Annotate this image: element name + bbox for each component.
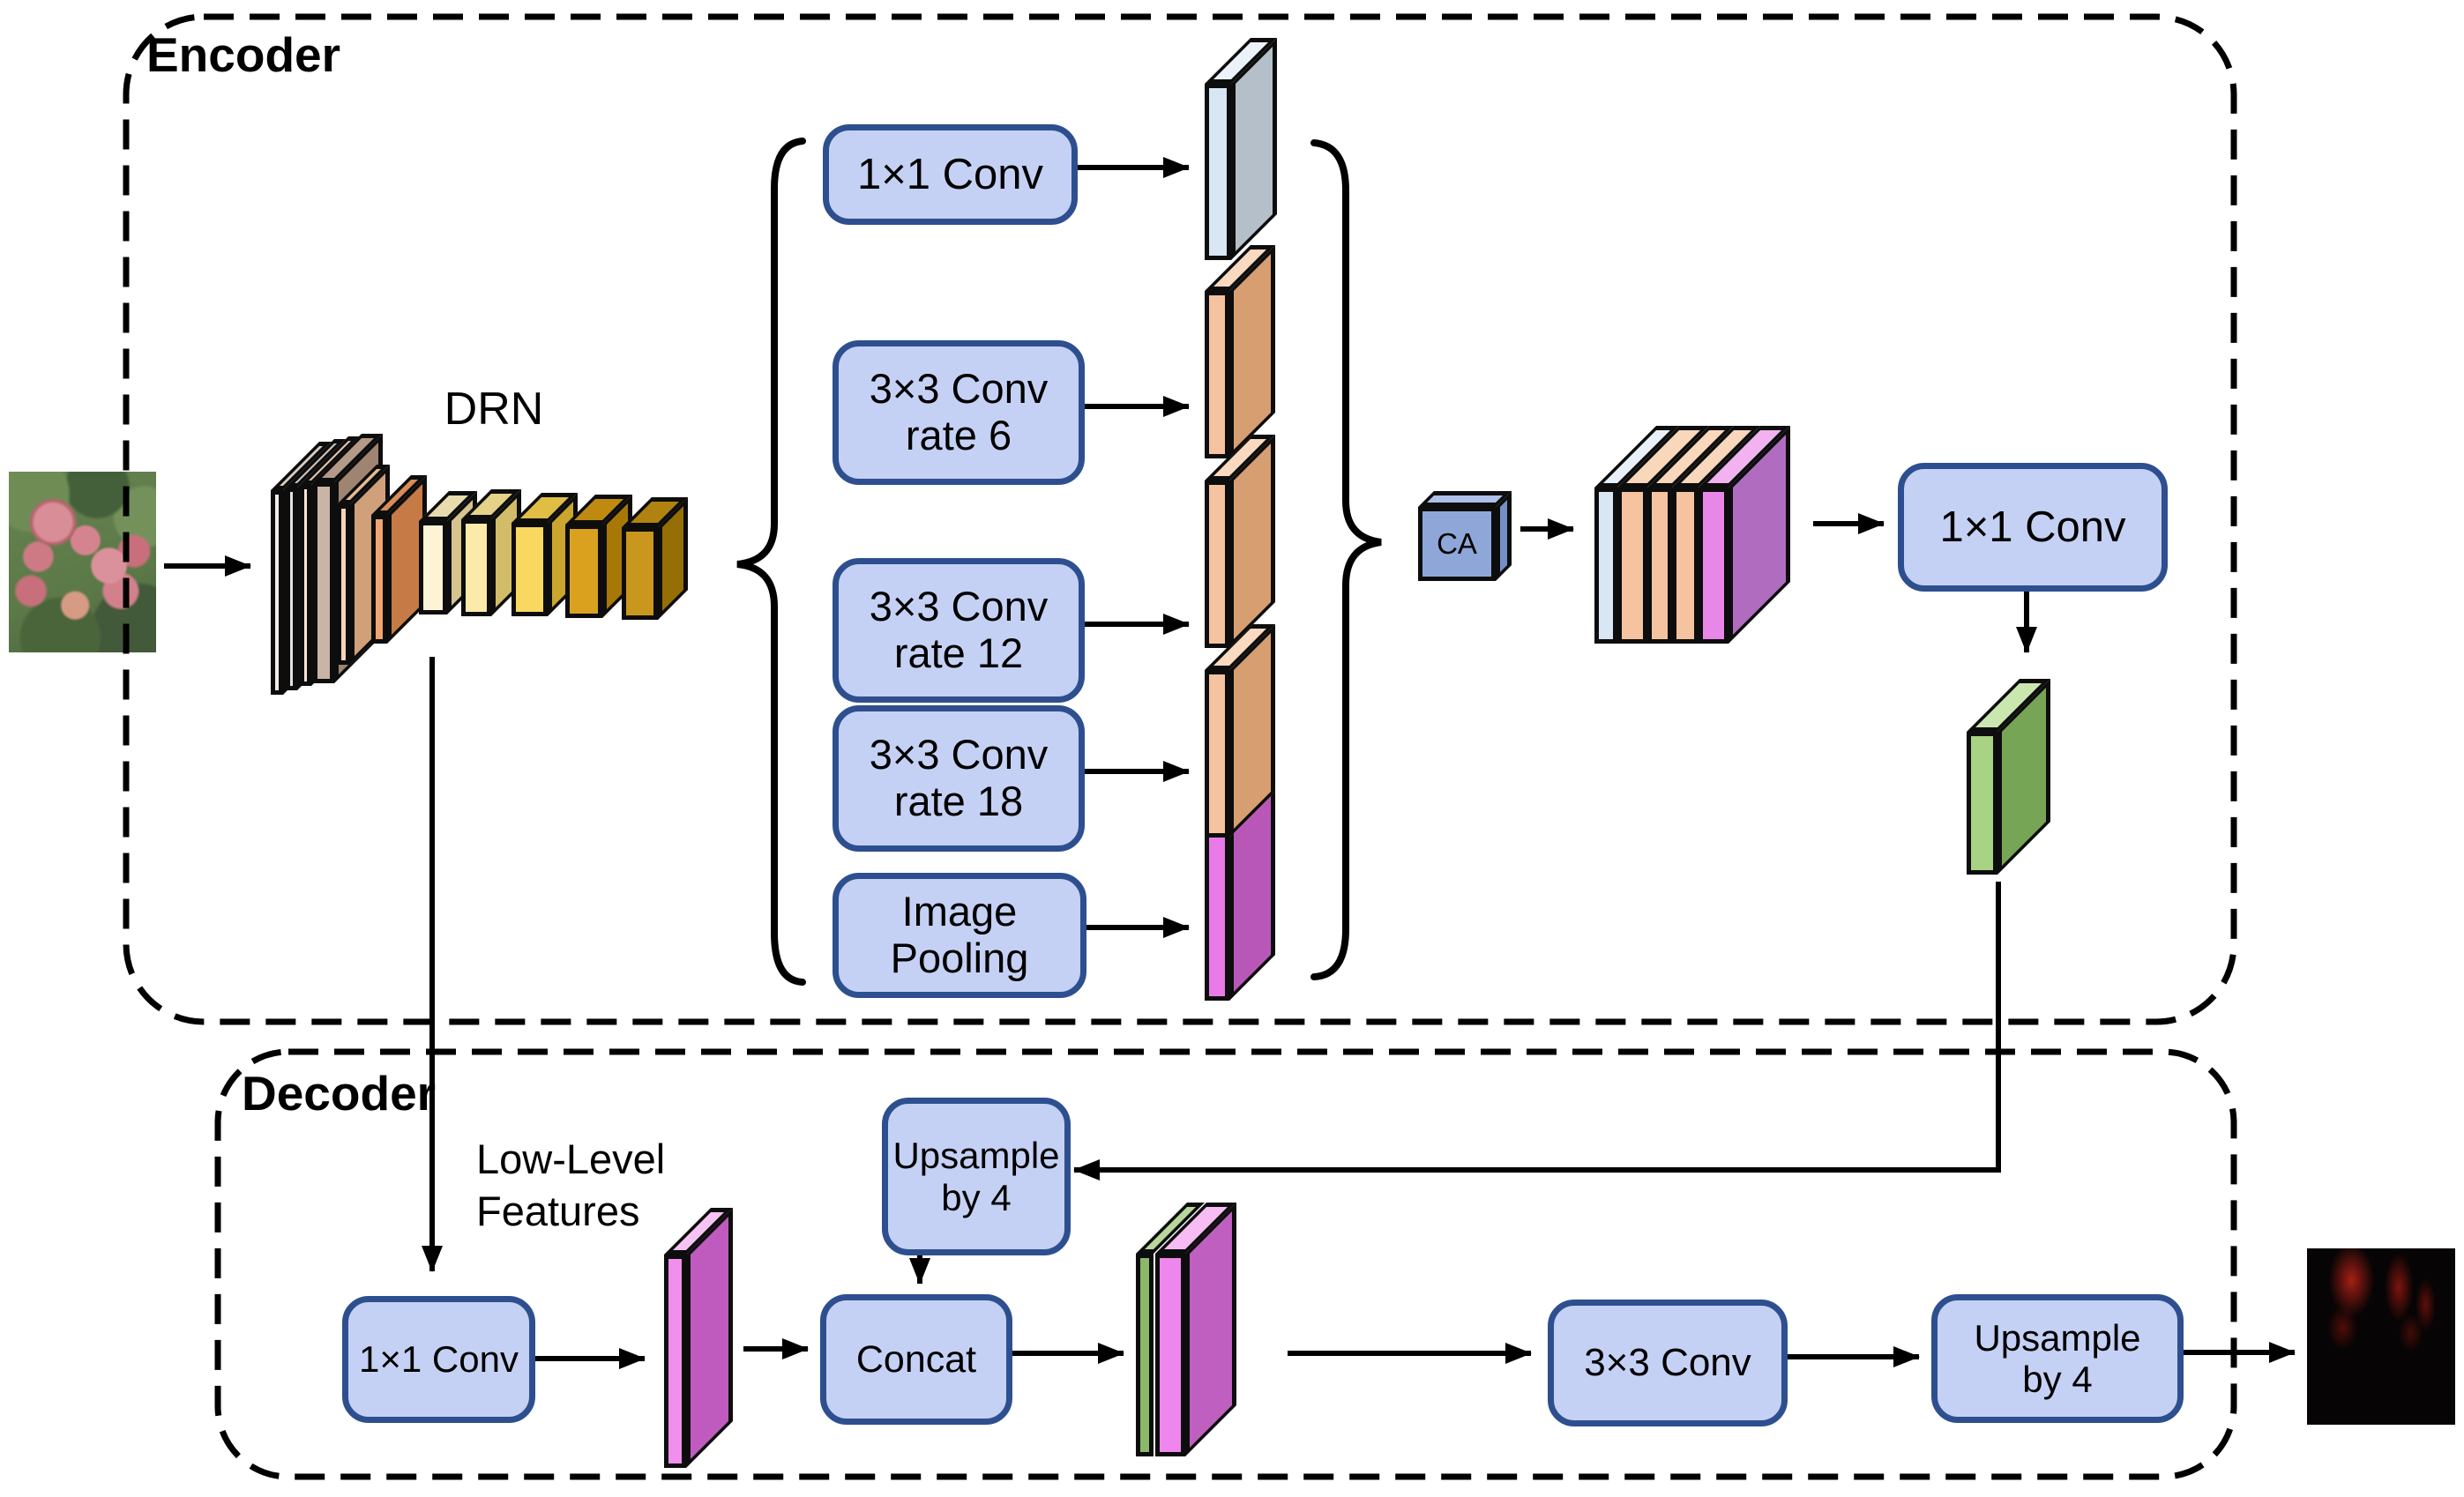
aspp-rate18-line2: rate 18 (893, 778, 1024, 824)
low-level-line2: Features (476, 1187, 640, 1234)
brace-open (736, 138, 806, 986)
low-level-features-label: Low-Level Features (476, 1134, 665, 1238)
decoder-upsample-mid-box: Upsample by 4 (882, 1098, 1071, 1255)
low-level-line1: Low-Level (476, 1136, 666, 1182)
attention-cube-side-face (1496, 491, 1512, 581)
aspp-map-pooling-front-face (1205, 824, 1229, 1001)
drn-layer-7-front-face (419, 521, 447, 614)
upsample-out-line2: by 4 (2022, 1359, 2093, 1400)
decoder-reduce-label: 1×1 Conv (359, 1338, 519, 1381)
drn-layer-10-front-face (565, 525, 602, 618)
aspp-rate18-box: 3×3 Conv rate 18 (833, 705, 1085, 852)
drn-layer-4-front-face (313, 482, 334, 683)
aspp-rate18-line1: 3×3 Conv (869, 731, 1049, 778)
drn-layer-2-front-face (286, 488, 297, 690)
encoder-output-map-front-face (1967, 732, 1997, 875)
upsample-mid-line1: Upsample (892, 1135, 1060, 1177)
decoder-concat-box: Concat (820, 1294, 1012, 1425)
low-level-map-front-face (664, 1255, 686, 1468)
aspp-rate12-line2: rate 12 (893, 629, 1024, 676)
drn-layer-8-front-face (461, 519, 491, 616)
aspp-pooling-line2: Pooling (890, 935, 1029, 981)
aspp-map-rate6-front-face (1205, 291, 1229, 458)
backbone-label: DRN (444, 384, 544, 435)
drn-layer-5-front-face (337, 504, 350, 665)
brace-close (1310, 139, 1382, 980)
drn-layer-9-front-face (511, 523, 548, 616)
decoder-refine-box: 3×3 Conv (1548, 1300, 1788, 1426)
concat-map-green-front-face (1136, 1254, 1154, 1456)
aspp-conv1x1-box: 1×1 Conv (823, 124, 1078, 225)
aspp-map-rate12-front-face (1205, 480, 1229, 648)
encoder-projection-label: 1×1 Conv (1939, 503, 2126, 551)
upsample-out-line1: Upsample (1974, 1316, 2141, 1359)
decoder-upsample-out-box: Upsample by 4 (1931, 1294, 2184, 1423)
refine-label: 3×3 Conv (1584, 1341, 1751, 1385)
decoder-reduce-box: 1×1 Conv (342, 1296, 535, 1423)
encoder-label: Encoder (146, 27, 341, 82)
upsample-mid-line2: by 4 (941, 1176, 1012, 1218)
aspp-rate6-line2: rate 6 (905, 412, 1012, 458)
drn-layer-3-front-face (300, 485, 311, 686)
low-level-map-side-face (686, 1208, 733, 1468)
aspp-map-rate18-front-face (1205, 670, 1229, 838)
encoder-projection-box: 1×1 Conv (1898, 463, 2168, 592)
drn-layer-6-front-face (371, 515, 387, 644)
input-image (9, 472, 156, 652)
drn-layer-11-front-face (622, 527, 658, 620)
concat-label: Concat (855, 1337, 977, 1381)
fused-slice-blue-front-face (1594, 488, 1617, 644)
output-image (2307, 1248, 2455, 1425)
aspp-rate6-line1: 3×3 Conv (869, 365, 1049, 413)
aspp-rate12-line1: 3×3 Conv (869, 583, 1049, 630)
fused-slice-orange3-front-face (1672, 488, 1699, 644)
fused-slice-orange2-front-face (1647, 488, 1672, 644)
aspp-conv1x1-label: 1×1 Conv (856, 150, 1044, 198)
attention-label: CA (1437, 527, 1477, 560)
aspp-pooling-box: Image Pooling (833, 873, 1086, 998)
aspp-pooling-line1: Image (901, 888, 1018, 935)
aspp-rate12-box: 3×3 Conv rate 12 (833, 558, 1085, 703)
aspp-rate6-box: 3×3 Conv rate 6 (833, 340, 1085, 485)
fused-slice-orange1-front-face (1617, 488, 1647, 644)
aspp-map-conv1x1-front-face (1205, 84, 1231, 260)
decoder-label: Decoder (242, 1066, 437, 1121)
drn-layer-1-front-face (271, 490, 283, 695)
concat-map-magenta-front-face (1155, 1254, 1185, 1456)
fused-slice-magenta-front-face (1699, 488, 1729, 644)
